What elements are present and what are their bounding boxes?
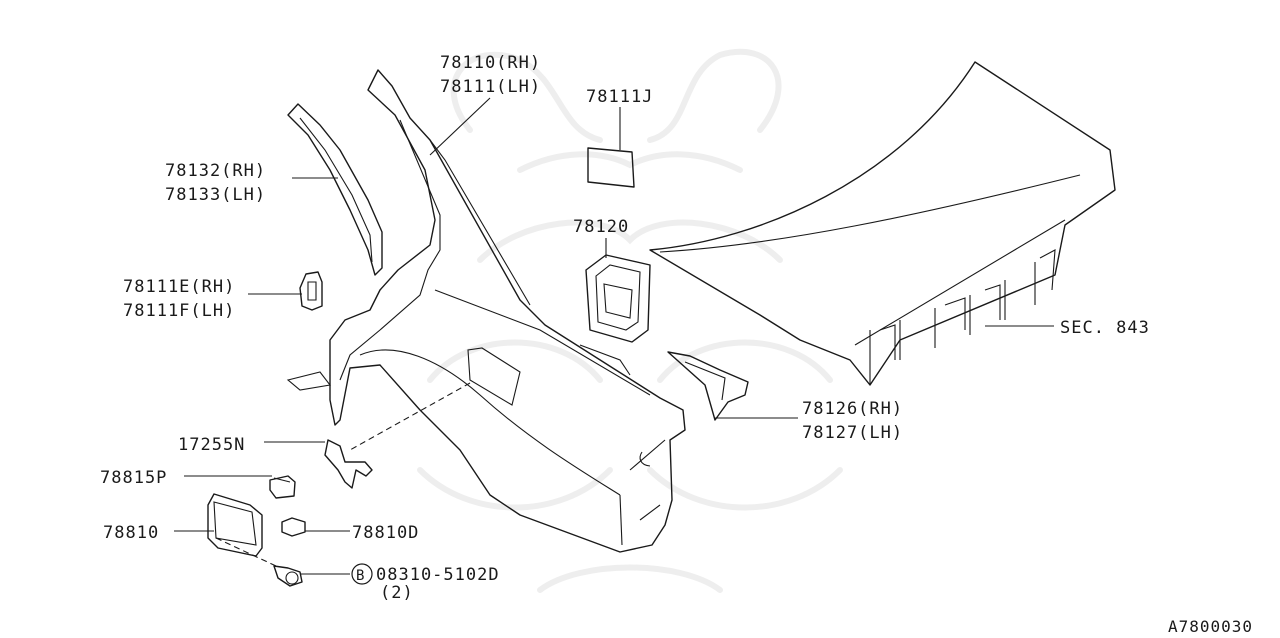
filler-pocket-78120 xyxy=(585,254,651,343)
label-bolt-qty: (2) xyxy=(380,583,414,603)
label-17255N: 17255N xyxy=(178,435,245,455)
label-78810D: 78810D xyxy=(352,523,419,543)
label-78132: 78132(RH) xyxy=(165,161,266,181)
label-78815P: 78815P xyxy=(100,468,167,488)
rear-quarter-panel xyxy=(286,69,686,553)
bumper-78815P xyxy=(269,475,296,499)
label-78126: 78126(RH) xyxy=(802,399,903,419)
watermark-emblem xyxy=(417,48,843,593)
label-78133: 78133(LH) xyxy=(165,185,266,205)
bracket-78111E xyxy=(299,271,323,311)
filler-lid-78810 xyxy=(207,493,263,557)
bolt-08310-5102D xyxy=(273,565,303,587)
diagram-id: A7800030 xyxy=(1168,617,1253,636)
assembly-lines xyxy=(215,382,471,567)
label-78127: 78127(LH) xyxy=(802,423,903,443)
label-08310-5102D: 08310-5102D xyxy=(376,565,500,585)
stopper-78810D xyxy=(281,517,306,537)
label-78111F: 78111F(LH) xyxy=(123,301,235,321)
hinge-17255N xyxy=(324,439,373,489)
label-78810: 78810 xyxy=(103,523,159,543)
label-78111J: 78111J xyxy=(586,87,653,107)
pad-78111J xyxy=(587,147,635,188)
bolt-marker-letter: B xyxy=(356,568,365,584)
label-78110: 78110(RH) xyxy=(440,53,541,73)
label-78111: 78111(LH) xyxy=(440,77,541,97)
bracket-78126 xyxy=(667,351,749,421)
pillar-finisher xyxy=(287,103,383,276)
label-78111E: 78111E(RH) xyxy=(123,277,235,297)
bolt-marker: B xyxy=(351,563,373,585)
label-sec843: SEC. 843 xyxy=(1060,318,1150,338)
trunk-lid xyxy=(649,61,1116,386)
label-78120: 78120 xyxy=(573,217,629,237)
leader-lines xyxy=(174,97,1054,575)
